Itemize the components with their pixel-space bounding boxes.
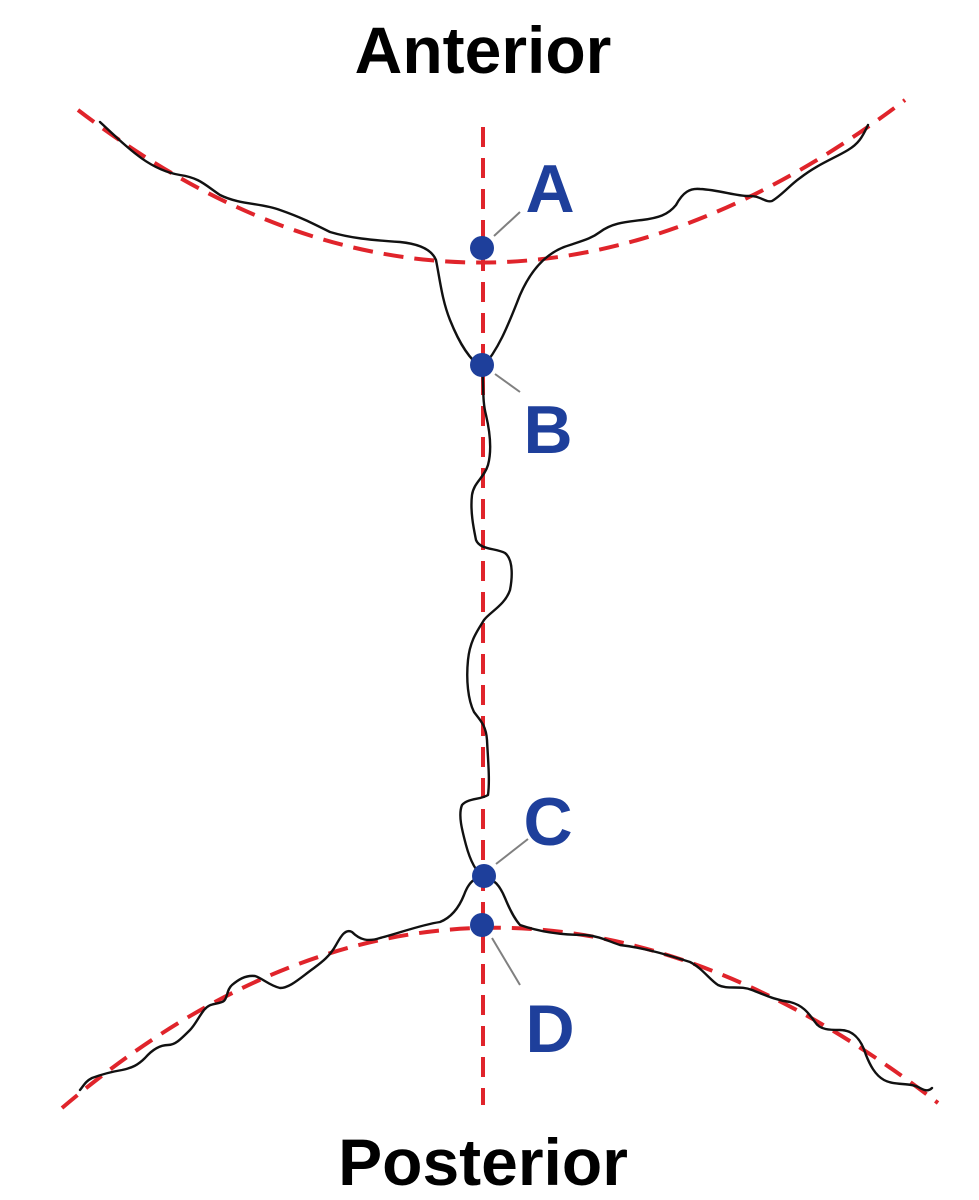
leader-lines <box>491 211 529 986</box>
anterior-arc-dashed <box>76 98 907 265</box>
posterior-heading: Posterior <box>338 1125 628 1199</box>
posterior-suture-left <box>78 876 486 1092</box>
leader-c <box>495 838 529 865</box>
leader-d <box>491 937 521 986</box>
midline-suture <box>459 366 513 880</box>
point-b-marker <box>470 353 494 377</box>
point-d-marker <box>470 913 494 937</box>
point-markers <box>470 236 496 937</box>
anterior-suture-right <box>480 123 870 370</box>
point-labels: A B C D <box>523 151 574 1067</box>
point-b-label: B <box>523 392 572 468</box>
leader-a <box>493 211 521 237</box>
point-d-label: D <box>525 991 574 1067</box>
point-a-label: A <box>525 151 574 227</box>
leader-b <box>494 373 521 393</box>
posterior-suture-right <box>482 876 934 1092</box>
suture-lines <box>78 120 934 1092</box>
point-a-marker <box>470 236 494 260</box>
anterior-heading: Anterior <box>355 13 612 87</box>
point-c-marker <box>472 864 496 888</box>
posterior-arc-dashed <box>60 925 940 1110</box>
point-c-label: C <box>523 784 572 860</box>
anterior-suture-left <box>98 120 484 370</box>
